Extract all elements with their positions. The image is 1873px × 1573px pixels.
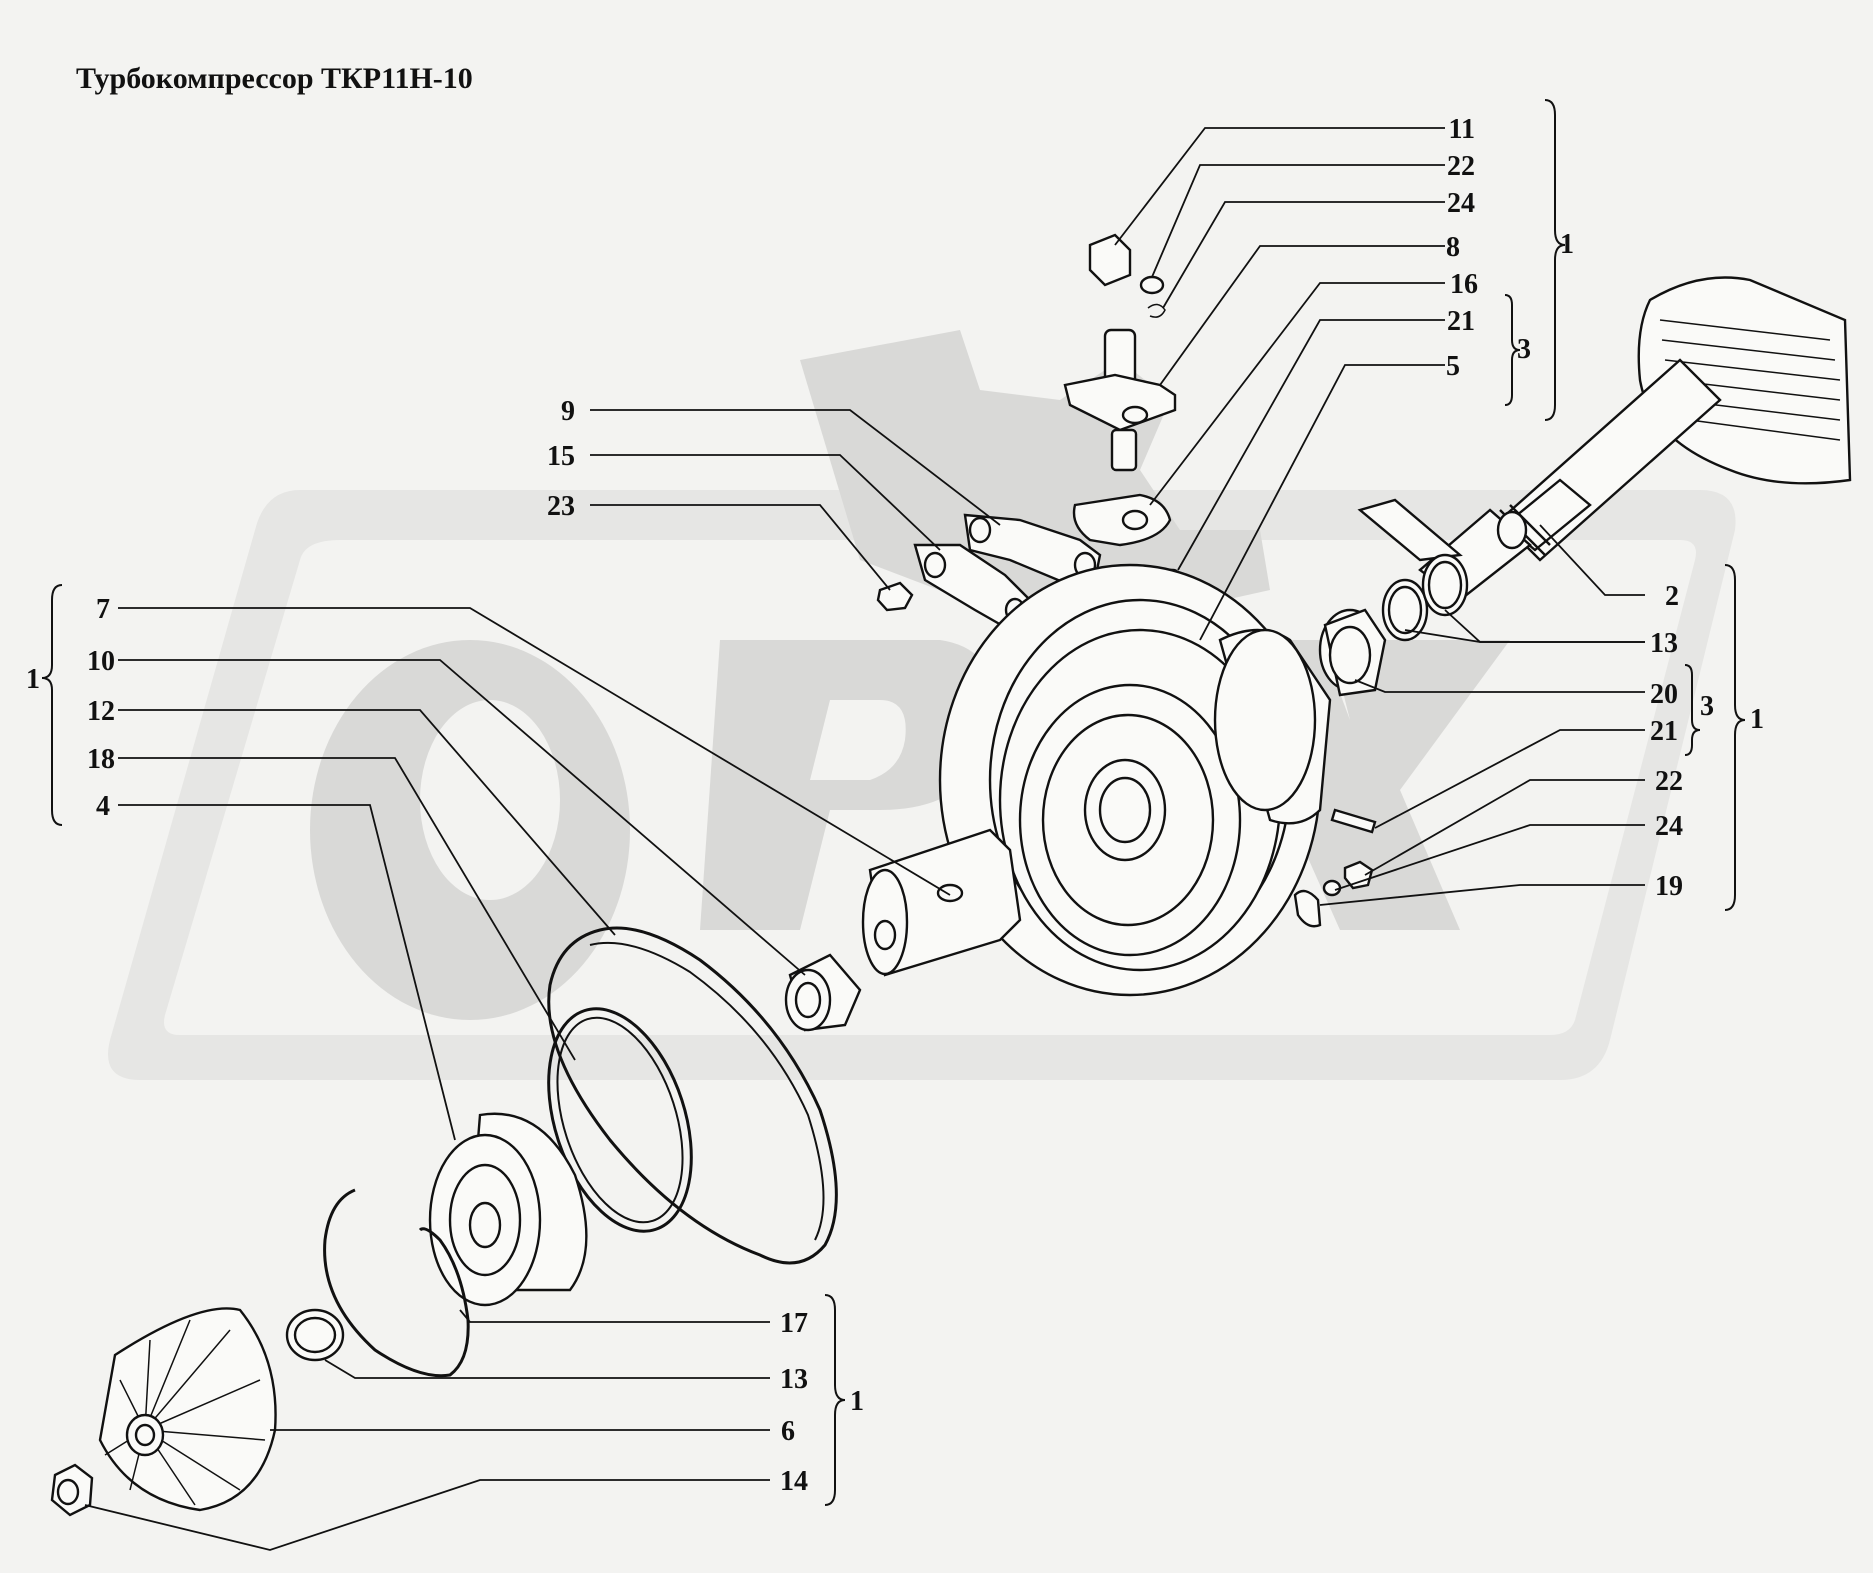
thrust-bearing-rings bbox=[1318, 553, 1469, 697]
callout-12: 12 bbox=[87, 696, 115, 727]
callout-13-right: 13 bbox=[1650, 628, 1678, 659]
callout-7: 7 bbox=[96, 594, 110, 625]
group-label-top-3: 3 bbox=[1517, 334, 1531, 365]
callout-21-right: 21 bbox=[1650, 716, 1678, 747]
bearing-housing bbox=[861, 563, 1332, 997]
group-label-bottom-1: 1 bbox=[850, 1386, 864, 1417]
callout-24-top: 24 bbox=[1447, 188, 1475, 219]
callout-21-top: 21 bbox=[1447, 306, 1475, 337]
watermark-logo bbox=[108, 330, 1736, 1080]
callout-22-right: 22 bbox=[1655, 766, 1683, 797]
callout-22-top: 22 bbox=[1447, 151, 1475, 182]
nut bbox=[50, 1463, 94, 1517]
turbine-wheel-shaft bbox=[1357, 276, 1852, 602]
callout-24-right: 24 bbox=[1655, 811, 1683, 842]
callout-9: 9 bbox=[561, 396, 575, 427]
diagram-title: Турбокомпрессор ТКР11Н-10 bbox=[76, 62, 473, 95]
leader-lines bbox=[84, 127, 1645, 1551]
seal-insert bbox=[428, 1112, 588, 1307]
o-ring bbox=[547, 1007, 693, 1233]
piston-ring-lower bbox=[285, 1308, 345, 1362]
callout-2: 2 bbox=[1665, 581, 1679, 612]
oil-fitting-assembly bbox=[1063, 233, 1181, 602]
callout-17: 17 bbox=[780, 1308, 808, 1339]
compressor-wheel bbox=[98, 1307, 277, 1512]
callout-11: 11 bbox=[1449, 114, 1475, 145]
callout-13-bottom: 13 bbox=[780, 1364, 808, 1395]
snap-ring bbox=[323, 1188, 470, 1378]
group-label-right-3: 3 bbox=[1700, 691, 1714, 722]
callout-6: 6 bbox=[781, 1416, 795, 1447]
group-label-top-1: 1 bbox=[1560, 229, 1574, 260]
callout-23: 23 bbox=[547, 491, 575, 522]
callout-16: 16 bbox=[1450, 269, 1478, 300]
callout-14: 14 bbox=[780, 1466, 808, 1497]
callout-19: 19 bbox=[1655, 871, 1683, 902]
callout-20: 20 bbox=[1650, 679, 1678, 710]
grouping-braces bbox=[41, 99, 1746, 1506]
callout-18: 18 bbox=[87, 744, 115, 775]
group-label-left-1: 1 bbox=[26, 664, 40, 695]
callout-4: 4 bbox=[96, 791, 110, 822]
group-label-right-1: 1 bbox=[1750, 704, 1764, 735]
bushing bbox=[784, 953, 862, 1032]
small-fasteners-right bbox=[1293, 808, 1377, 928]
callout-8: 8 bbox=[1446, 232, 1460, 263]
callout-5: 5 bbox=[1446, 351, 1460, 382]
callout-15: 15 bbox=[547, 441, 575, 472]
callout-labels: 11 22 24 8 16 21 5 9 15 23 7 10 12 18 4 … bbox=[26, 114, 1764, 1497]
locking-plates bbox=[876, 513, 1102, 632]
callout-10: 10 bbox=[87, 646, 115, 677]
